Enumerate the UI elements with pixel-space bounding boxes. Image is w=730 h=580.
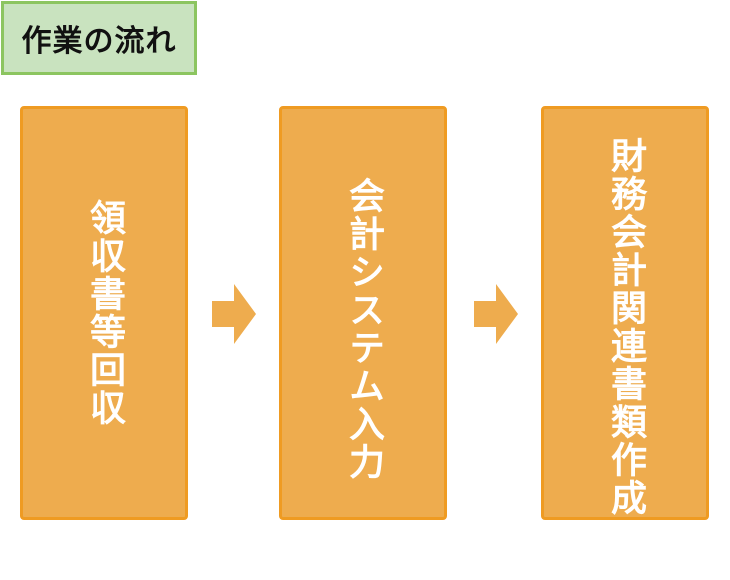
step-box-receipt-collection: 領収書等回収 — [20, 106, 188, 520]
step-box-accounting-system-input: 会計システム入力 — [279, 106, 447, 520]
right-arrow-icon — [474, 284, 518, 344]
step-label: 領収書等回収 — [84, 199, 125, 427]
right-arrow-icon — [212, 284, 256, 344]
step-label: 会計システム入力 — [343, 177, 384, 481]
step-label: 財務会計関連書類作成 — [605, 137, 646, 517]
page-title: 作業の流れ — [21, 24, 177, 59]
step-box-financial-documents: 財務会計関連書類作成 — [541, 106, 709, 520]
title-box: 作業の流れ — [1, 1, 197, 75]
